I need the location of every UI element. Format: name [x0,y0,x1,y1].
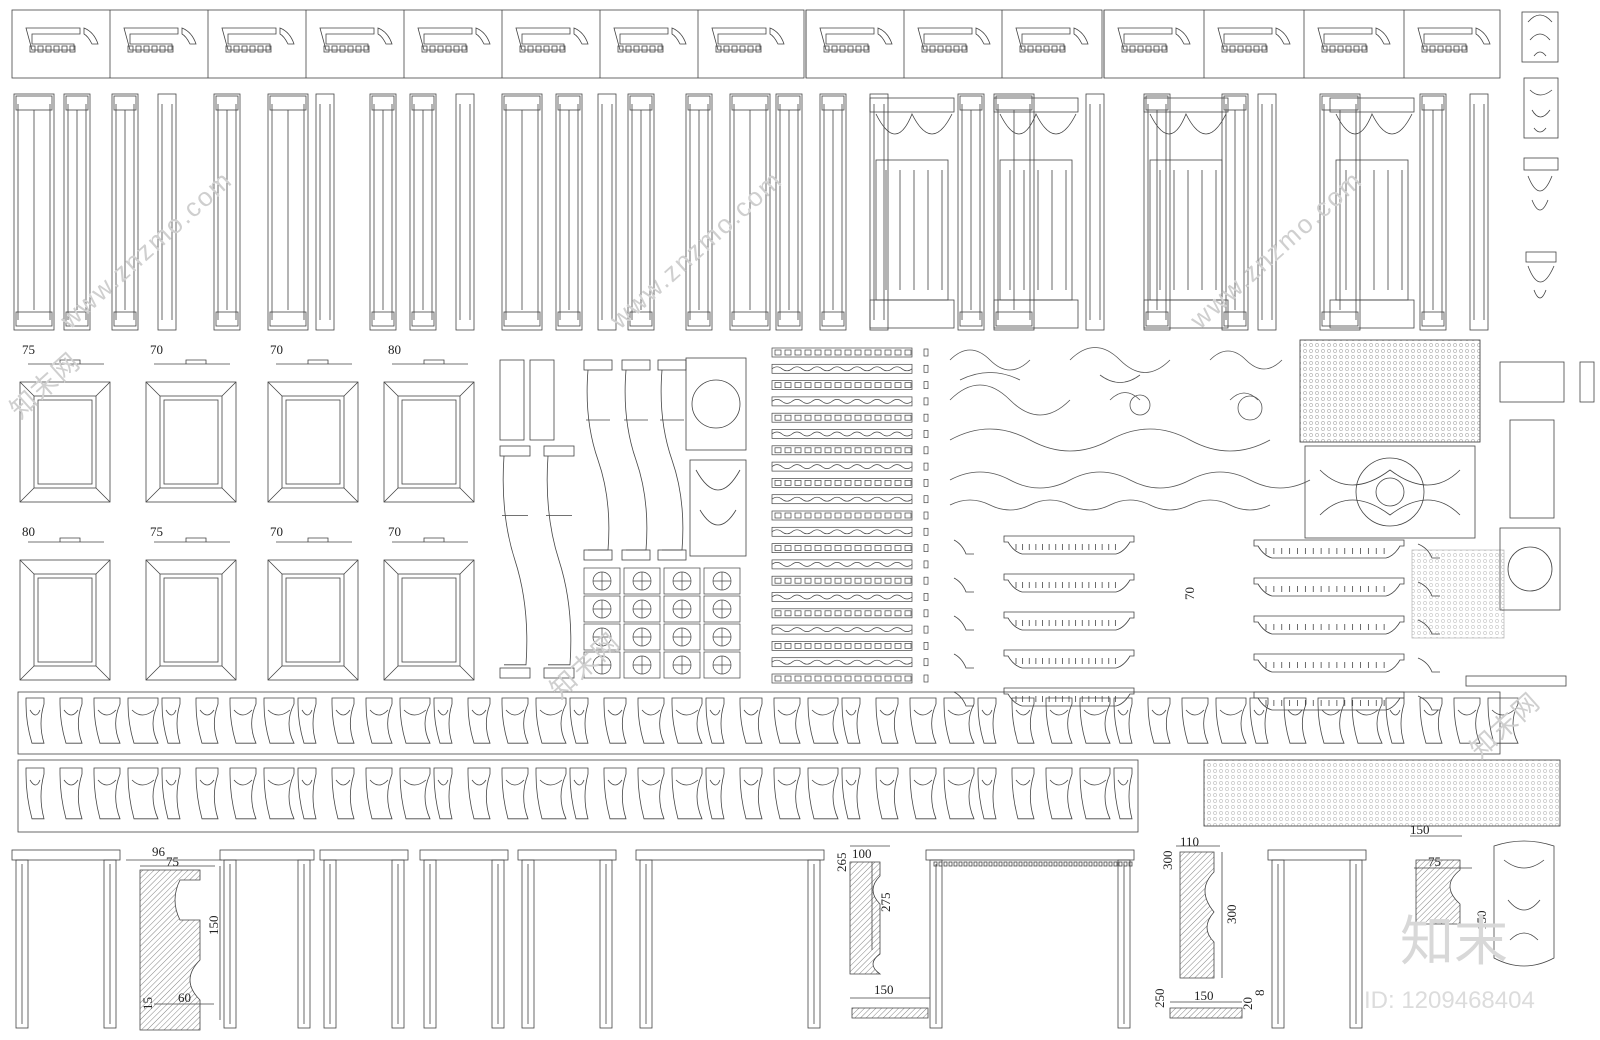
cornice-profile-strip [11,9,1501,79]
profile3-dim-lip: 20 [1240,997,1255,1010]
profile1-dim-height: 150 [206,916,221,936]
profile-section-1 [126,859,222,1031]
watermark-layer: www.znzmo.com 知末网 www.znzmo.com 知末网 www.… [4,164,1547,764]
profile-section-2 [849,845,930,1019]
profile4-dim-width: 75 [1428,854,1441,869]
panel-dim-8: 70 [388,524,401,539]
profile2-dim-height: 265 [834,853,849,873]
profile3-dim-edge: 8 [1252,990,1267,997]
profile1-dim-bottom: 60 [178,990,191,1005]
profile2-dim-width: 100 [852,846,872,861]
door-frame-elevations [11,849,1367,1029]
moulding-strip-stack [771,347,929,684]
scroll-ornaments [949,347,1311,511]
pilaster-row [13,93,1489,331]
profile1-dim-base: 15 [140,997,155,1010]
profile3-dim-top: 300 [1160,851,1175,871]
raised-panel-grid [19,359,475,681]
panel-dim-6: 75 [150,524,163,539]
profile3-dim-height: 300 [1224,905,1239,925]
watermark-1: www.znzmo.com [53,164,238,335]
profile2-dim-body: 275 [878,893,893,913]
watermark-2: 知末网 [4,346,87,425]
rosette-tile-grid [583,567,741,679]
baluster-group [499,357,747,679]
profile-section-3 [1169,845,1243,1019]
panel-dim-2: 70 [150,342,163,357]
brand-logo-text: 知末 [1400,910,1508,973]
corbel-row-lower [17,759,1561,833]
panel-dim-1: 75 [22,342,35,357]
asset-id-label: ID: 1209468404 [1364,987,1535,1014]
panel-dim-3: 70 [270,342,283,357]
profile3-dim-base: 250 [1152,989,1167,1009]
profile2-dim-base: 150 [874,982,894,997]
carved-relief-panels [1299,339,1595,639]
panel-dim-7: 70 [270,524,283,539]
corbel-row-upper [17,691,1519,755]
profile4-dim-height: 150 [1474,911,1489,931]
watermark-3: www.znzmo.com [603,164,788,335]
profile4-dim-top: 150 [1410,822,1430,837]
watermark-4: 知末网 [544,626,627,705]
profile3-dim-width: 110 [1180,834,1199,849]
capital-stack [1521,11,1559,299]
panel-dimension-labels: 75 70 70 80 80 75 70 70 [22,342,401,539]
profile1-dim-inner: 75 [166,854,179,869]
panel-dim-5: 80 [22,524,35,539]
profile-section-4 [1410,835,1555,967]
crown-dim-depth: 70 [1182,587,1197,600]
profile1-dim-width: 96 [152,844,166,859]
profile3-dim-bottom: 150 [1194,988,1214,1003]
panel-dim-4: 80 [388,342,401,357]
